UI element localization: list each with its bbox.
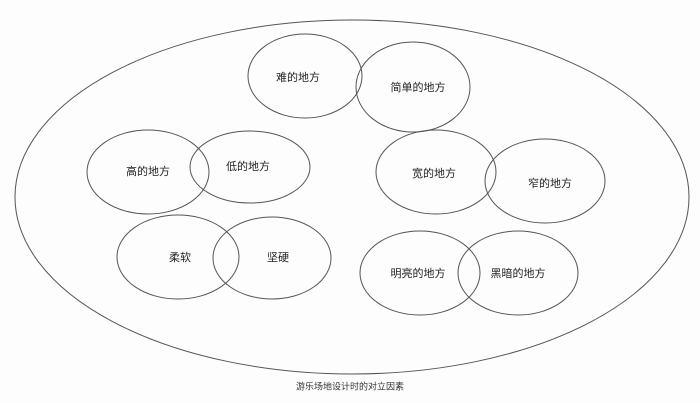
circle-soft: [116, 214, 240, 300]
circle-narrow: [484, 138, 606, 224]
circle-high: [86, 129, 210, 215]
label-low: 低的地方: [226, 159, 270, 173]
pair-difficulty: 难的地方 简单的地方: [247, 33, 471, 133]
label-soft: 柔软: [169, 250, 191, 264]
circle-simple: [355, 41, 471, 133]
pair-light: 明亮的地方 黑暗的地方: [359, 230, 579, 316]
circle-low: [189, 130, 311, 204]
pair-hardness: 柔软 坚硬: [116, 214, 332, 300]
label-narrow: 窄的地方: [528, 176, 572, 190]
label-hard: 难的地方: [276, 70, 320, 84]
circle-wide: [375, 129, 497, 215]
circle-hardmat: [212, 216, 332, 300]
outer-ellipse: [14, 19, 690, 375]
label-high: 高的地方: [126, 164, 170, 178]
label-bright: 明亮的地方: [391, 266, 446, 280]
circle-bright: [359, 230, 481, 316]
label-wide: 宽的地方: [412, 166, 456, 180]
circle-dark: [457, 230, 579, 316]
pair-width: 宽的地方 窄的地方: [375, 129, 606, 224]
label-hardmat: 坚硬: [267, 251, 289, 264]
pair-height: 高的地方 低的地方: [86, 129, 311, 215]
circle-hard: [247, 33, 363, 119]
caption: 游乐场地设计时的对立因素: [296, 381, 404, 393]
label-dark: 黑暗的地方: [491, 266, 546, 280]
label-simple: 简单的地方: [391, 80, 446, 94]
